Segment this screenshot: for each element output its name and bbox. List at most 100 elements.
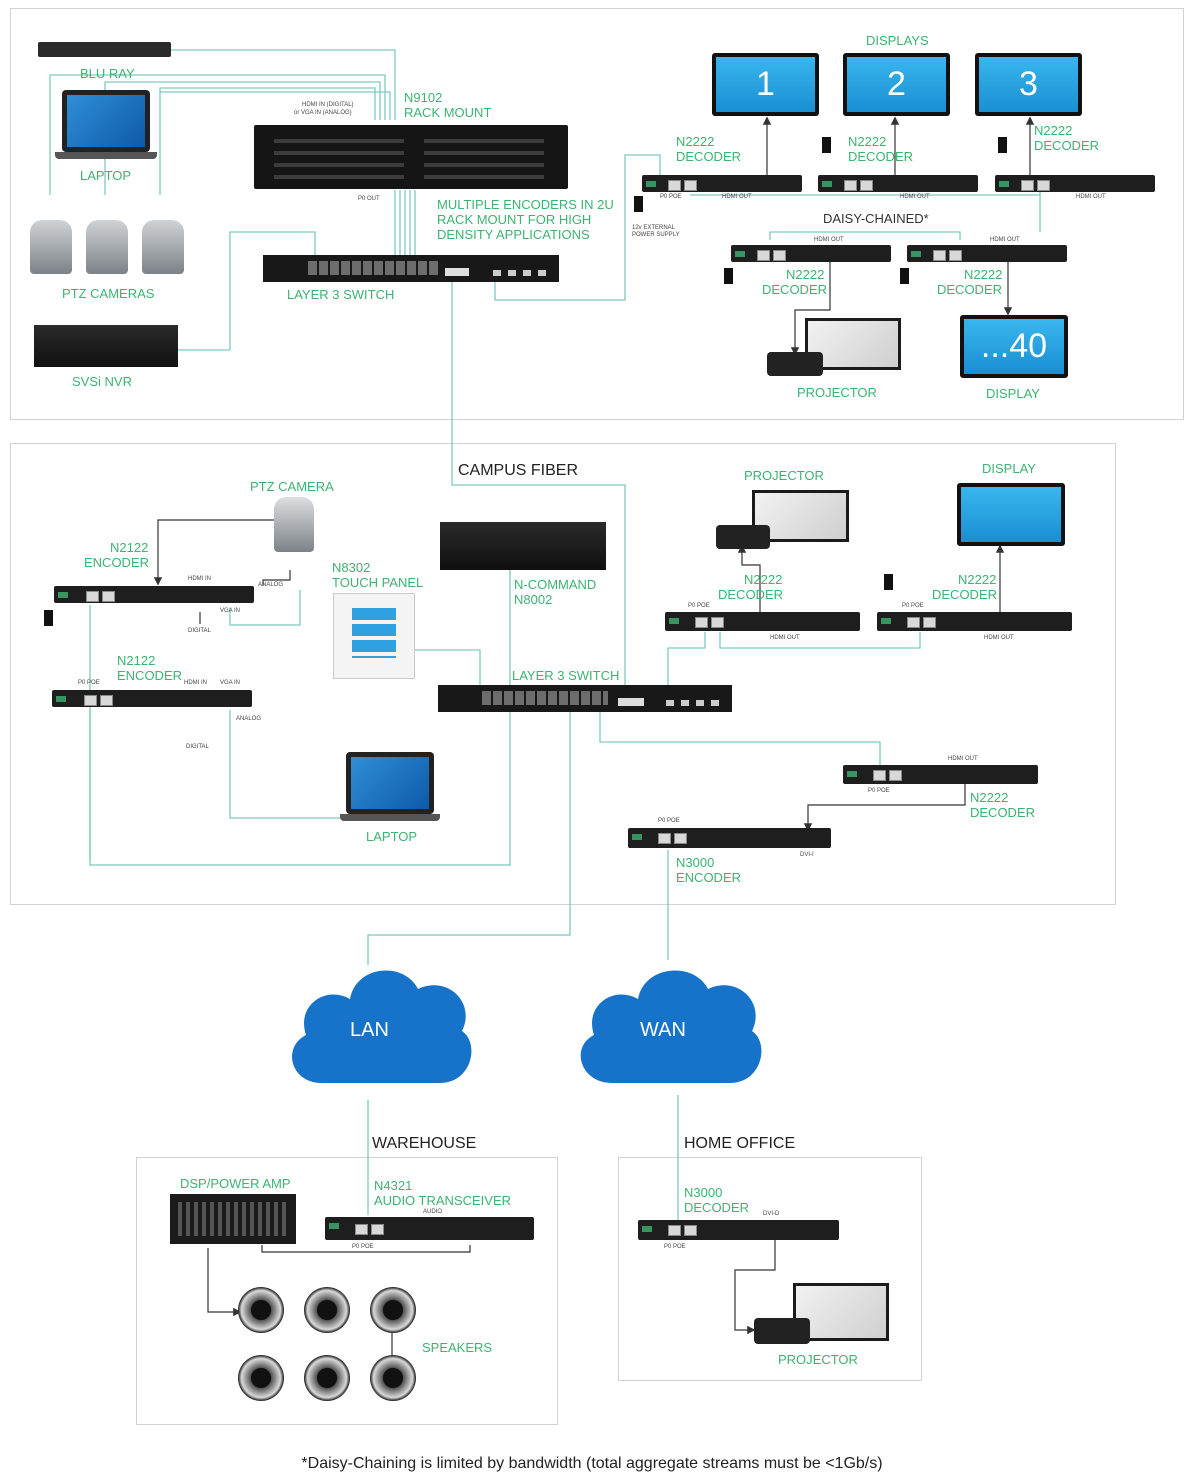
ext-power-top-1a: 12v EXTERNAL	[632, 225, 676, 231]
n2122-encoder-2	[52, 690, 252, 707]
campus-decoder-2-p0-poe: P0 POE	[902, 603, 924, 609]
speaker-2	[304, 1287, 350, 1333]
laptop-icon	[62, 90, 150, 152]
display-3: 3	[975, 53, 1082, 116]
n4321-p0-poe: P0 POE	[352, 1244, 374, 1250]
display-40-label: DISPLAY	[986, 386, 1040, 401]
decoder-4-hdmi-out: HDMI OUT	[814, 237, 844, 243]
multi-encoders-line-2: RACK MOUNT FOR HIGH	[437, 212, 592, 227]
campus-layer3-switch-label: LAYER 3 SWITCH	[512, 668, 620, 683]
campus-decoder-1-model: N2222	[744, 572, 783, 587]
power-supply-icon-1	[634, 196, 643, 212]
laptop-base	[55, 152, 157, 159]
n2222-decoder-3	[995, 175, 1155, 192]
daisy-chained-label: DAISY-CHAINED*	[823, 211, 929, 226]
campus-n2222-decoder-3	[843, 765, 1038, 784]
wan-cloud	[580, 970, 762, 1083]
warehouse-title: WAREHOUSE	[372, 1135, 477, 1152]
campus-fiber-label: CAMPUS FIBER	[458, 462, 579, 479]
decoder-3-hdmi-out: HDMI OUT	[1076, 194, 1106, 200]
campus-encoder-2-digital: DIGITAL	[186, 744, 209, 750]
svsi-nvr-label: SVSi NVR	[72, 374, 132, 389]
power-supply-icon-2	[822, 137, 831, 153]
power-supply-icon-campus-2	[884, 574, 893, 590]
display-3-number: 3	[979, 57, 1078, 112]
hdmi-in-note-2: or VGA IN (ANALOG)	[294, 110, 352, 116]
campus-encoder-1-analog: ANALOG	[258, 582, 284, 588]
display-2-number: 2	[847, 57, 946, 112]
display-1: 1	[712, 53, 819, 116]
display-40: ...40	[960, 315, 1068, 378]
laptop-label: LAPTOP	[80, 168, 132, 183]
blu-ray-label: BLU RAY	[80, 66, 135, 81]
campus-laptop-label: LAPTOP	[366, 829, 418, 844]
ptz-cameras-label: PTZ CAMERAS	[62, 286, 155, 301]
campus-decoder-1-label: DECODER	[718, 587, 784, 602]
decoder-1-hdmi-out: HDMI OUT	[722, 194, 752, 200]
power-supply-icon-campus	[44, 610, 53, 626]
ext-power-top-1b: POWER SUPPLY	[632, 232, 680, 238]
campus-encoder-1-model: N2122	[110, 540, 149, 555]
n3000-encoder-p0-poe: P0 POE	[658, 818, 680, 824]
campus-encoder-1-label: ENCODER	[84, 555, 150, 570]
ptz-camera-icon-2	[86, 220, 128, 274]
dsp-power-amp	[170, 1194, 296, 1244]
campus-decoder-2-label: DECODER	[932, 587, 998, 602]
campus-decoder-3-hdmi-out: HDMI OUT	[948, 756, 978, 762]
n3000-encoder-model: N3000	[676, 855, 715, 870]
n3000-decoder	[638, 1220, 839, 1240]
n2222-decoder-2	[818, 175, 978, 192]
campus-decoder-1-p0-poe: P0 POE	[688, 603, 710, 609]
campus-projector-label: PROJECTOR	[744, 468, 824, 483]
home-decoder-dvi: DVI-D	[763, 1211, 780, 1217]
home-decoder-model: N3000	[684, 1185, 723, 1200]
campus-encoder-2-analog: ANALOG	[236, 716, 262, 722]
campus-decoder-2-hdmi-out: HDMI OUT	[984, 635, 1014, 641]
multi-encoders-line-1: MULTIPLE ENCODERS IN 2U	[437, 197, 614, 212]
campus-projector-icon	[716, 525, 770, 549]
n-command-server	[440, 522, 606, 570]
n4321-audio-transceiver	[325, 1217, 534, 1240]
n9102-rack-mount	[254, 125, 568, 189]
n2222-decoder-5	[907, 245, 1067, 262]
home-decoder-label: DECODER	[684, 1200, 750, 1215]
n2222-decoder-4	[731, 245, 891, 262]
campus-encoder-2-hdmi-in: HDMI IN	[184, 680, 207, 686]
ptz-camera-icon-1	[30, 220, 72, 274]
campus-n2222-decoder-2	[877, 612, 1072, 631]
decoder-5-hdmi-out: HDMI OUT	[990, 237, 1020, 243]
display-1-number: 1	[716, 57, 815, 112]
campus-ptz-camera-icon	[274, 497, 314, 552]
decoder-5-label: DECODER	[937, 282, 1003, 297]
campus-decoder-1-hdmi-out: HDMI OUT	[770, 635, 800, 641]
lan-cloud	[292, 970, 472, 1083]
decoder-2-label: DECODER	[848, 149, 914, 164]
home-projector-icon	[754, 1318, 810, 1344]
speaker-1	[238, 1287, 284, 1333]
campus-encoder-2-p0-poe: P0 POE	[78, 680, 100, 686]
svsi-nvr-icon	[34, 325, 178, 367]
campus-display	[957, 483, 1065, 546]
campus-decoder-3-label: DECODER	[970, 805, 1036, 820]
speakers-label: SPEAKERS	[422, 1340, 493, 1355]
decoder-3-model: N2222	[1034, 123, 1073, 138]
projector-top-icon	[767, 352, 823, 376]
home-office-title: HOME OFFICE	[684, 1135, 796, 1152]
campus-encoder-1-vga-in: VGA IN	[220, 608, 241, 614]
decoder-3-label: DECODER	[1034, 138, 1100, 153]
rack-mount-label: RACK MOUNT	[404, 105, 492, 120]
home-projector-label: PROJECTOR	[778, 1352, 858, 1367]
projector-top-label: PROJECTOR	[797, 385, 877, 400]
display-2: 2	[843, 53, 950, 116]
home-decoder-p0-poe: P0 POE	[664, 1244, 686, 1250]
n-command-model: N8002	[514, 592, 553, 607]
decoder-2-hdmi-out: HDMI OUT	[900, 194, 930, 200]
campus-encoder-2-model: N2122	[117, 653, 156, 668]
n9102-label: N9102	[404, 90, 443, 105]
speaker-6	[370, 1355, 416, 1401]
daisy-chain-footnote: *Daisy-Chaining is limited by bandwidth …	[301, 1455, 883, 1472]
campus-display-label: DISPLAY	[982, 461, 1036, 476]
wan-label: WAN	[640, 1019, 686, 1041]
top-layer3-switch-label: LAYER 3 SWITCH	[287, 287, 395, 302]
